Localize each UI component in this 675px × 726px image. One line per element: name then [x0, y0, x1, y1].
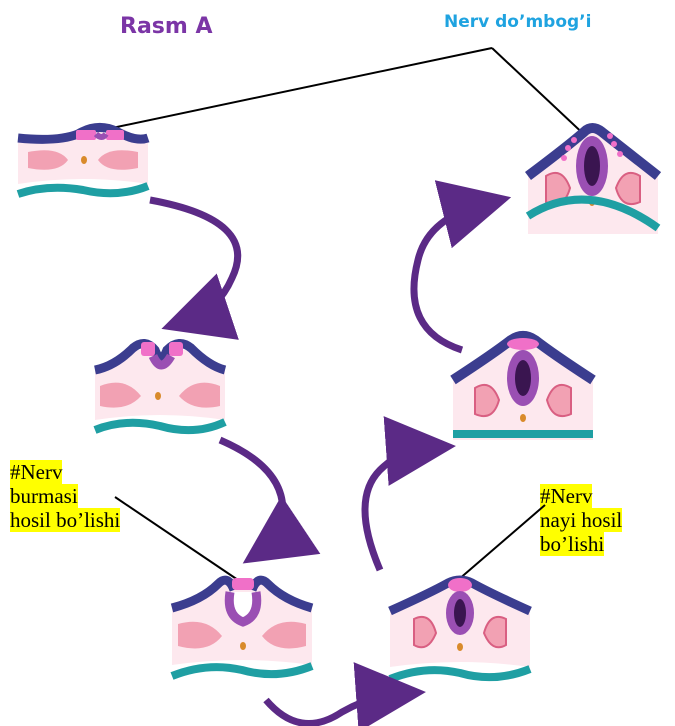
stage-neural-plate	[18, 127, 148, 194]
pointer-line-neural-tube	[458, 505, 545, 580]
stage-neural-groove	[95, 342, 225, 430]
stage-neural-tube-forming	[390, 578, 530, 679]
arrow-stage4-to-stage5	[365, 448, 428, 570]
stage-neural-crest	[528, 128, 658, 234]
arrow-stage5-to-stage6	[414, 204, 484, 350]
pointer-line-neural-crest	[492, 48, 590, 140]
stage-neural-folds	[172, 578, 312, 676]
pointer-line-stage1	[112, 48, 492, 128]
arrow-stage3-to-stage4	[266, 694, 398, 724]
arrow-stage2-to-stage3	[220, 440, 283, 548]
pointer-line-neural-fold	[115, 497, 238, 580]
stage-neural-tube-closed	[453, 336, 593, 440]
arrow-stage1-to-stage2	[150, 200, 238, 320]
